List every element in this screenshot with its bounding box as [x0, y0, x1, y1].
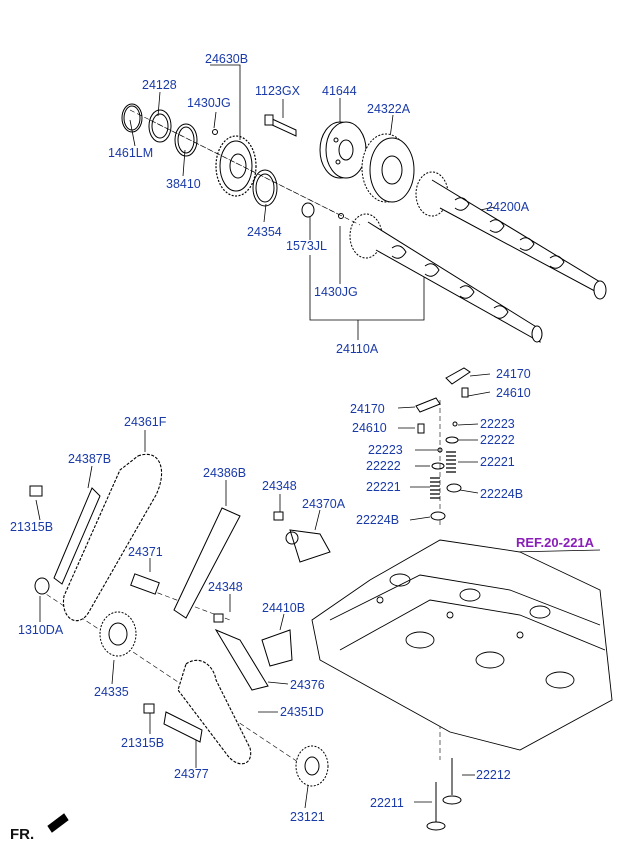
part-label-24348-a[interactable]: 24348: [262, 479, 297, 493]
part-label-24351D[interactable]: 24351D: [280, 705, 324, 719]
part-label-24354[interactable]: 24354: [247, 225, 282, 239]
part-label-24387B[interactable]: 24387B: [68, 452, 112, 466]
part-label-1123GX[interactable]: 1123GX: [255, 84, 300, 98]
part-label-24348-b[interactable]: 24348: [208, 580, 243, 594]
part-label-38410[interactable]: 38410: [166, 177, 201, 191]
front-arrow-icon: [47, 813, 69, 833]
cylinder-head: [311, 539, 613, 751]
part-label-22222-a[interactable]: 22222: [480, 433, 515, 447]
part-label-21315B-b[interactable]: 21315B: [121, 736, 165, 750]
part-label-21315B-a[interactable]: 21315B: [10, 520, 54, 534]
part-label-24371[interactable]: 24371: [128, 545, 163, 559]
part-label-24110A[interactable]: 24110A: [336, 342, 379, 356]
part-label-41644[interactable]: 41644: [322, 84, 357, 98]
part-label-24610-b[interactable]: 24610: [352, 421, 387, 435]
part-label-22212[interactable]: 22212: [476, 768, 511, 782]
part-label-22224B-b[interactable]: 22224B: [356, 513, 400, 527]
part-label-1430JG-mid[interactable]: 1430JG: [314, 285, 358, 299]
camshaft-group: [121, 103, 607, 343]
part-label-24361F[interactable]: 24361F: [124, 415, 167, 429]
part-label-24410B[interactable]: 24410B: [262, 601, 306, 615]
part-label-1461LM[interactable]: 1461LM: [108, 146, 154, 160]
valve-train-group: [415, 367, 471, 831]
part-label-24377[interactable]: 24377: [174, 767, 209, 781]
timing-drive-group: [29, 453, 331, 787]
reference-label[interactable]: REF.20-221A: [516, 535, 595, 550]
part-label-24322A[interactable]: 24322A: [367, 102, 411, 116]
part-label-24610-a[interactable]: 24610: [496, 386, 531, 400]
part-label-24376[interactable]: 24376: [290, 678, 325, 692]
part-label-23121[interactable]: 23121: [290, 810, 325, 824]
part-label-24170-a[interactable]: 24170: [496, 367, 531, 381]
part-label-24630B[interactable]: 24630B: [205, 52, 249, 66]
leader-lines: [35, 64, 601, 809]
part-label-24386B[interactable]: 24386B: [203, 466, 247, 480]
part-label-22222-b[interactable]: 22222: [366, 459, 401, 473]
part-label-22221-a[interactable]: 22221: [480, 455, 515, 469]
part-label-24128[interactable]: 24128: [142, 78, 177, 92]
part-label-24170-b[interactable]: 24170: [350, 402, 385, 416]
part-label-1573JL[interactable]: 1573JL: [286, 239, 328, 253]
part-label-22211[interactable]: 22211: [370, 796, 404, 810]
part-label-22221-b[interactable]: 22221: [366, 480, 401, 494]
part-label-24335[interactable]: 24335: [94, 685, 129, 699]
front-direction-label: FR.: [10, 826, 35, 843]
part-label-22223-b[interactable]: 22223: [368, 443, 403, 457]
part-label-24200A[interactable]: 24200A: [486, 200, 530, 214]
part-label-1430JG-top[interactable]: 1430JG: [187, 96, 231, 110]
part-label-22224B-a[interactable]: 22224B: [480, 487, 524, 501]
part-label-22223-a[interactable]: 22223: [480, 417, 515, 431]
part-label-1310DA[interactable]: 1310DA: [18, 623, 64, 637]
part-label-24370A[interactable]: 24370A: [302, 497, 346, 511]
